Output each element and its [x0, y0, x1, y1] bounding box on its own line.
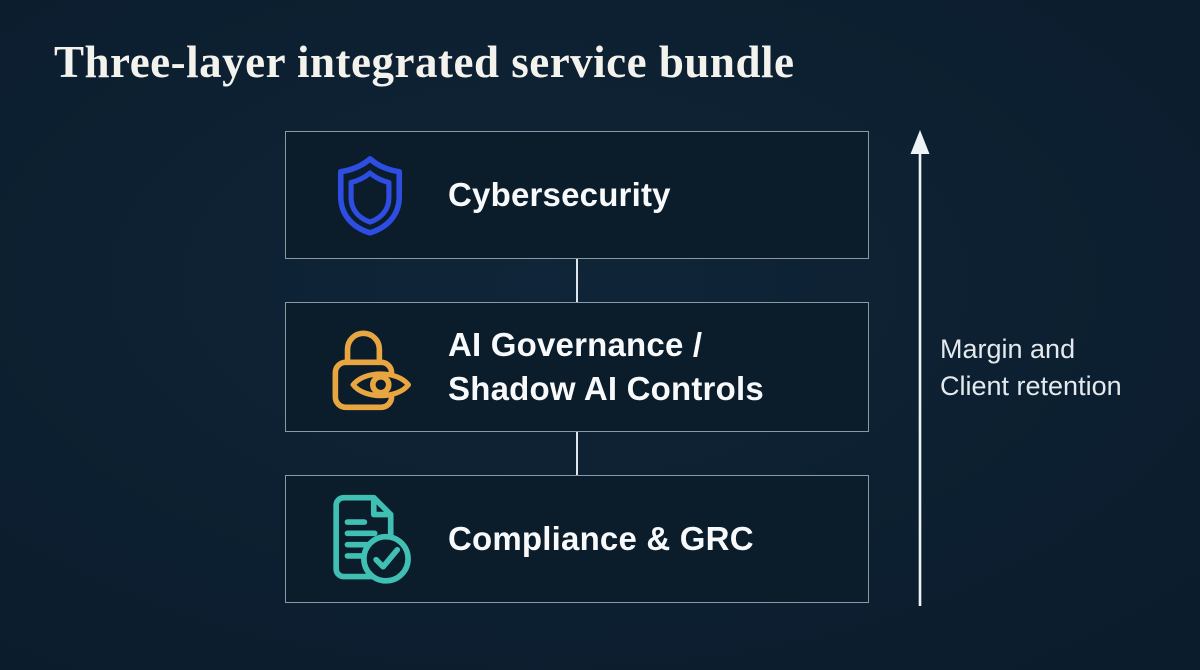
layer-label: AI Governance / Shadow AI Controls	[448, 323, 764, 411]
axis-label-line: Margin and	[940, 334, 1076, 364]
document-check-icon	[320, 492, 420, 586]
layer-label: Cybersecurity	[448, 173, 671, 217]
layer-label-line: Compliance & GRC	[448, 520, 754, 557]
connector-line-2	[576, 432, 578, 475]
layer-box-ai-governance: AI Governance / Shadow AI Controls	[285, 302, 869, 432]
connector-line-1	[576, 259, 578, 302]
lock-eye-icon	[320, 323, 420, 411]
page-title: Three-layer integrated service bundle	[54, 37, 795, 87]
layer-label-line: AI Governance /	[448, 326, 703, 363]
up-arrow-icon	[910, 130, 930, 606]
layer-label-line: Cybersecurity	[448, 176, 671, 213]
layer-box-compliance-grc: Compliance & GRC	[285, 475, 869, 603]
arrow-axis-label: Margin and Client retention	[940, 331, 1122, 405]
layer-label-line: Shadow AI Controls	[448, 370, 764, 407]
axis-label-line: Client retention	[940, 371, 1122, 401]
layer-box-cybersecurity: Cybersecurity	[285, 131, 869, 259]
shield-icon	[320, 148, 420, 242]
layer-label: Compliance & GRC	[448, 517, 754, 561]
